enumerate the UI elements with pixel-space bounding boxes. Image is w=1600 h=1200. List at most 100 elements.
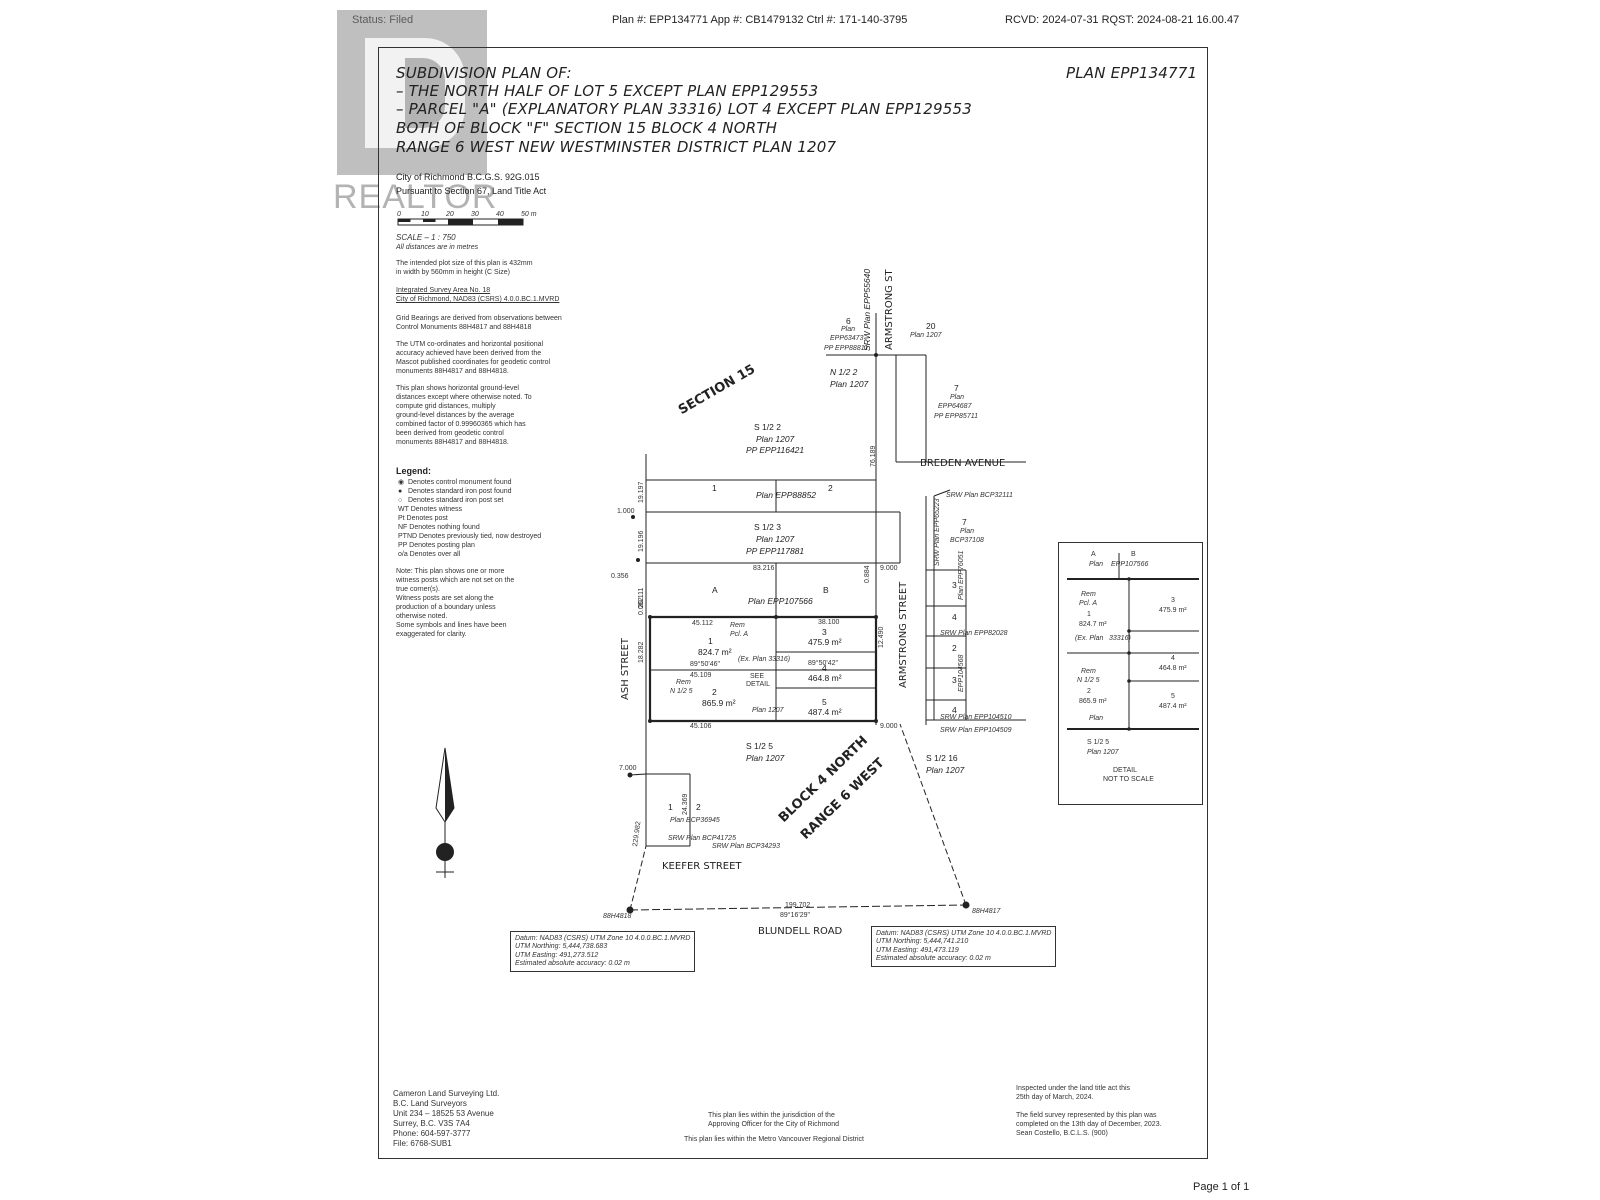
plan-epp107566-label: Plan EPP107566 bbox=[748, 596, 813, 606]
ex-plan-label: (Ex. Plan 33316) bbox=[738, 656, 791, 663]
srw-epp104509-label: SRW Plan EPP104509 bbox=[940, 727, 1012, 734]
lot-7a-plan: Plan bbox=[950, 394, 965, 401]
detail-ex-plan: (Ex. Plan bbox=[1075, 635, 1104, 642]
monument-east: 88H4817 bbox=[972, 908, 1001, 915]
survey-area: Integrated Survey Area No. 18 bbox=[396, 287, 491, 294]
datum-box-east: Datum: NAD83 (CSRS) UTM Zone 10 4.0.0.BC… bbox=[871, 926, 1057, 968]
bearing-895046: 89°50'46" bbox=[690, 661, 720, 668]
dim-19197: 19.197 bbox=[638, 481, 645, 503]
lot-7a-pp: PP EPP85711 bbox=[934, 413, 978, 420]
datum-west-3: UTM Easting: 491,273.512 bbox=[515, 951, 599, 959]
datum-east-4: Estimated absolute accuracy: 0.02 m bbox=[876, 954, 991, 962]
lot-4-label: 4 bbox=[822, 663, 827, 673]
srw-epp65223-label: SRW Plan EPP65223 bbox=[934, 498, 941, 566]
detail-lot-1-area: 824.7 m² bbox=[1079, 621, 1107, 628]
plot-size-1: The intended plot size of this plan is 4… bbox=[396, 260, 533, 267]
detail-lot-3: 3 bbox=[1171, 597, 1175, 604]
surveyor-4: Surrey, B.C. V3S 7A4 bbox=[393, 1119, 470, 1128]
jurisdiction-3: This plan lies within the Metro Vancouve… bbox=[684, 1136, 865, 1143]
plan-sheet bbox=[378, 47, 1208, 1159]
rem-pcl-a-2: Pcl. A bbox=[730, 631, 749, 638]
detail-plan-1207: Plan 1207 bbox=[1087, 749, 1119, 756]
legend-symbol-post-set: ○ bbox=[398, 497, 403, 504]
legend-item-4: WT Denotes witness bbox=[398, 506, 463, 513]
scale-tick-20: 20 bbox=[446, 211, 454, 218]
lot-a-label: A bbox=[712, 585, 718, 595]
dim-45106: 45.106 bbox=[690, 723, 712, 730]
s-half-3-plan: Plan 1207 bbox=[756, 534, 795, 544]
dim-0356: 0.356 bbox=[611, 573, 629, 580]
ground-3: compute grid distances, multiply bbox=[396, 403, 496, 410]
s-half-16-label: S 1/2 16 bbox=[926, 753, 958, 763]
srw-bcp41725-label: SRW Plan BCP41725 bbox=[668, 835, 736, 842]
lot-1-area: 824.7 m² bbox=[698, 647, 732, 657]
detail-lot-2-area: 865.9 m² bbox=[1079, 698, 1107, 705]
dim-24369: 24.369 bbox=[682, 793, 689, 815]
datum-east-3: UTM Easting: 491,473.119 bbox=[876, 946, 959, 954]
detail-caption-2: NOT TO SCALE bbox=[1103, 776, 1154, 783]
legend-symbol-monument: ◉ bbox=[398, 479, 405, 486]
note-6: otherwise noted. bbox=[396, 613, 448, 620]
s-half-2-pp: PP EPP116421 bbox=[746, 445, 805, 455]
scale-tick-10: 10 bbox=[421, 211, 429, 218]
keefer-street-label: KEEFER STREET bbox=[662, 861, 742, 872]
lot-3-area: 475.9 m² bbox=[808, 637, 842, 647]
plan-bcp36945-label: Plan BCP36945 bbox=[670, 817, 720, 824]
n-half-2-label: N 1/2 2 bbox=[830, 367, 858, 377]
detail-lot-3-area: 475.9 m² bbox=[1159, 607, 1187, 614]
dim-18282: 18.282 bbox=[638, 641, 645, 663]
bearings-2: Control Monuments 88H4817 and 88H4818 bbox=[396, 324, 532, 331]
note-8: exaggerated for clarity. bbox=[396, 631, 467, 638]
scale-bar bbox=[396, 210, 546, 239]
received-text: RCVD: 2024-07-31 RQST: 2024-08-21 16.00.… bbox=[1005, 14, 1240, 26]
datum-west-2: UTM Northing: 5,444,738.683 bbox=[515, 943, 608, 951]
dim-1000: 1.000 bbox=[617, 508, 635, 515]
scale-tick-30: 30 bbox=[471, 211, 479, 218]
dim-0062: 0.062 bbox=[638, 597, 645, 615]
lot-2-east-label: 2 bbox=[952, 643, 957, 653]
see-detail-1: SEE bbox=[750, 673, 765, 680]
utm-3: Mascot published coordinates for geodeti… bbox=[396, 359, 551, 366]
detail-lot-5: 5 bbox=[1171, 693, 1175, 700]
detail-lot-5-area: 487.4 m² bbox=[1159, 703, 1187, 710]
lot-7b-label: 7 bbox=[962, 517, 967, 527]
title-line-3: – PARCEL "A" (EXPLANATORY PLAN 33316) LO… bbox=[396, 100, 972, 118]
note-4: Witness posts are set along the bbox=[396, 595, 494, 602]
legend-item-2: Denotes standard iron post found bbox=[408, 488, 512, 495]
lot-20-plan: Plan 1207 bbox=[910, 332, 942, 339]
inspection-2: 25th day of March, 2024. bbox=[1016, 1094, 1094, 1101]
blundell-road-label: BLUNDELL ROAD bbox=[758, 926, 843, 937]
lot-6-pp: PP EPP88811 bbox=[824, 345, 868, 352]
note-7: Some symbols and lines have been bbox=[396, 622, 507, 629]
distances-note: All distances are in metres bbox=[396, 244, 479, 251]
s-half-5-plan: Plan 1207 bbox=[746, 753, 785, 763]
lot-6-label: 6 bbox=[846, 316, 851, 326]
lot-4-area: 464.8 m² bbox=[808, 673, 842, 683]
dim-7000: 7.000 bbox=[619, 765, 637, 772]
detail-33316: 33316) bbox=[1109, 635, 1131, 642]
lot-1-label: 1 bbox=[708, 636, 713, 646]
lot-b-label: B bbox=[823, 585, 829, 595]
srw-bcp32111-label: SRW Plan BCP32111 bbox=[946, 492, 1013, 499]
s-half-2-label: S 1/2 2 bbox=[754, 422, 781, 432]
lot-1-south-label: 1 bbox=[668, 802, 673, 812]
detail-lot-a: A bbox=[1091, 551, 1096, 558]
lot-4b-east-label: 4 bbox=[952, 705, 957, 715]
jurisdiction-2: Approving Officer for the City of Richmo… bbox=[708, 1121, 839, 1128]
ground-4: ground-level distances by the average bbox=[396, 412, 515, 419]
ground-6: been derived from geodetic control bbox=[396, 430, 504, 437]
ground-1: This plan shows horizontal ground-level bbox=[396, 385, 519, 392]
plan-epp76051-label: Plan EPP76051 bbox=[958, 550, 965, 600]
jurisdiction-1: This plan lies within the jurisdiction o… bbox=[708, 1112, 835, 1119]
rem-n-half-5-2: N 1/2 5 bbox=[670, 688, 693, 695]
dim-19196: 19.196 bbox=[638, 530, 645, 552]
detail-rem: Rem bbox=[1081, 591, 1096, 598]
utm-4: monuments 88H4817 and 88H4818. bbox=[396, 368, 509, 375]
lot-3-east-label: 3 bbox=[952, 580, 957, 590]
detail-rem-2: Rem bbox=[1081, 668, 1096, 675]
legend-item-5: Pt Denotes post bbox=[398, 515, 448, 522]
surveyor-2: B.C. Land Surveyors bbox=[393, 1099, 467, 1108]
rem-pcl-a-1: Rem bbox=[730, 622, 745, 629]
detail-n-half-5: N 1/2 5 bbox=[1077, 677, 1100, 684]
detail-lot-1: 1 bbox=[1087, 611, 1091, 618]
